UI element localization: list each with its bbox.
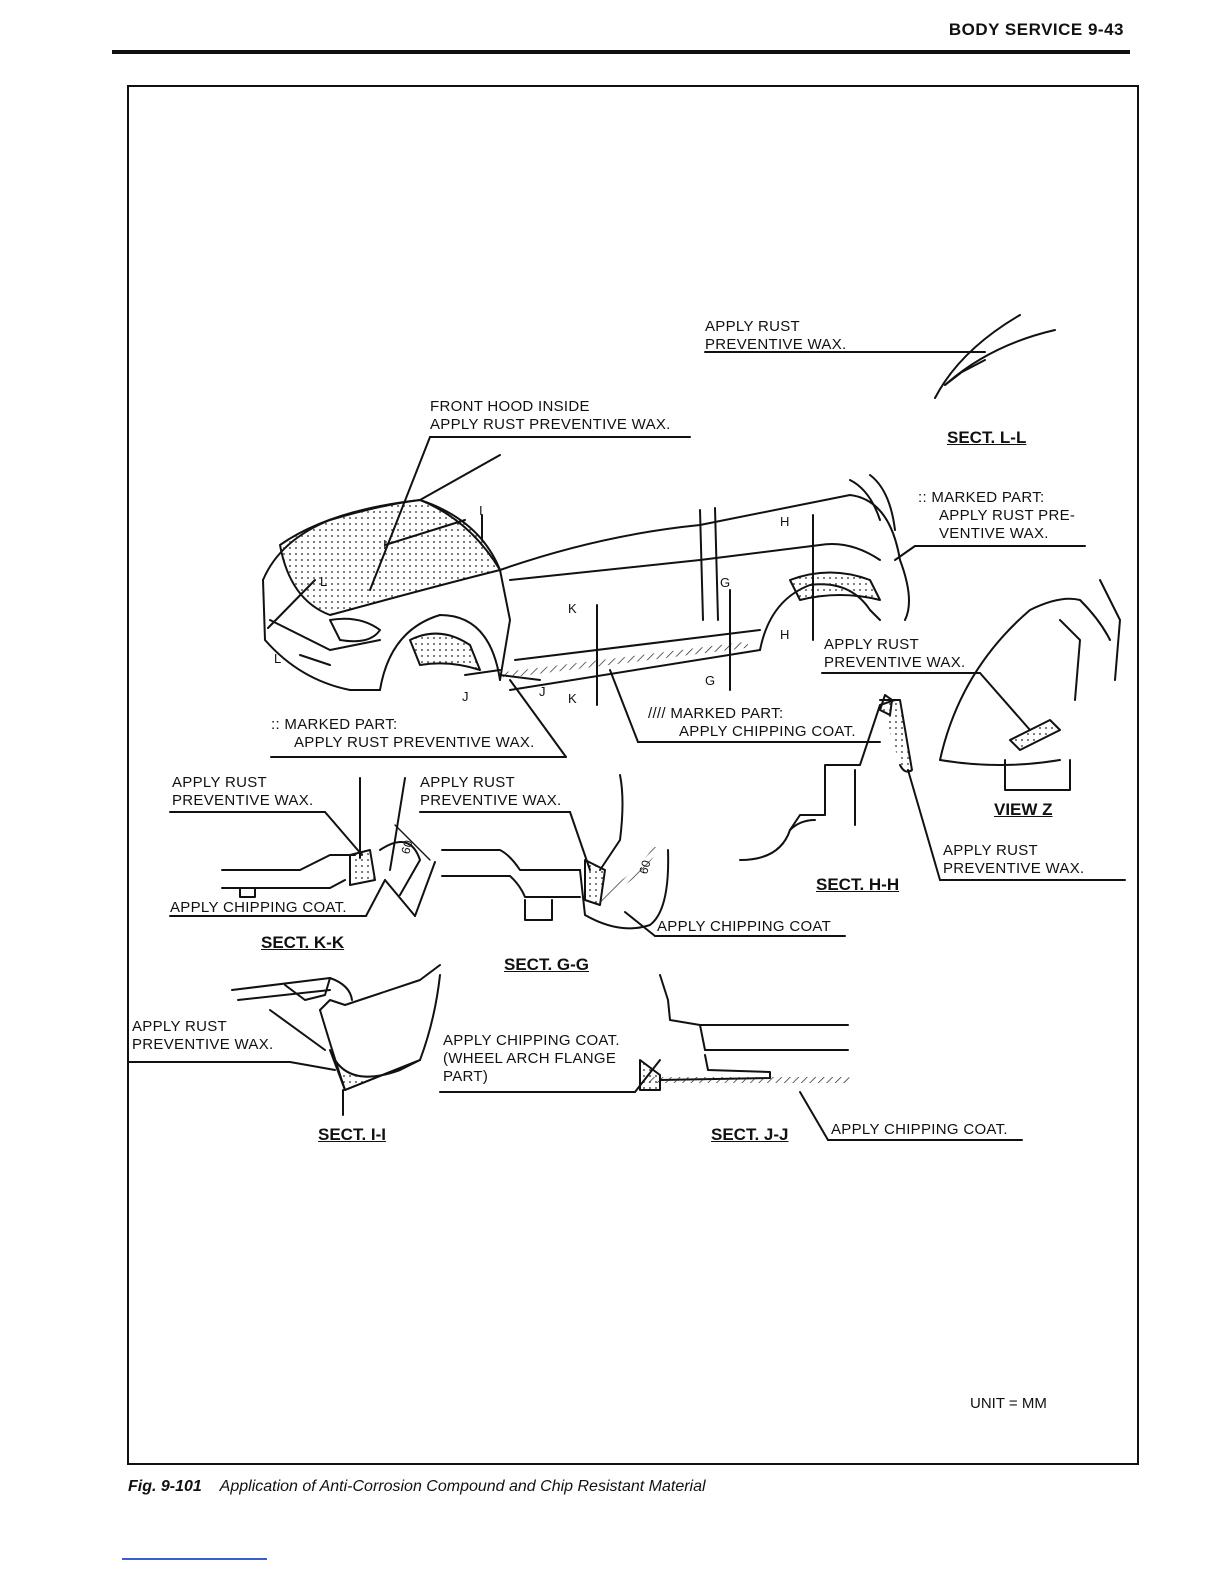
- figure-frame: [127, 85, 1139, 1465]
- kk-wax-note: APPLY RUST PREVENTIVE WAX.: [172, 774, 313, 810]
- marker-l-top: L: [320, 574, 328, 589]
- marker-k: K: [568, 691, 577, 706]
- note-line: APPLY RUST PREVENTIVE WAX.: [294, 734, 535, 751]
- note-line: PREVENTIVE WAX.: [420, 792, 562, 809]
- note-line: PREVENTIVE WAX.: [132, 1036, 274, 1053]
- note-line: APPLY RUST: [943, 842, 1038, 859]
- gg-chip-note: APPLY CHIPPING COAT: [657, 918, 832, 935]
- note-line: PREVENTIVE WAX.: [705, 336, 847, 353]
- note-line: PREVENTIVE WAX.: [943, 860, 1085, 877]
- note-line: APPLY RUST: [132, 1018, 227, 1035]
- unit-note: UNIT = MM: [970, 1395, 1047, 1412]
- gg-wax-note: APPLY RUST PREVENTIVE WAX.: [420, 774, 561, 810]
- note-line: APPLY RUST PRE-: [939, 507, 1076, 524]
- note-line: APPLY CHIPPING COAT.: [679, 723, 856, 740]
- marker-h-top: H: [780, 514, 790, 529]
- note-line: APPLY RUST: [705, 318, 800, 335]
- note-line: //// MARKED PART:: [648, 705, 784, 722]
- rear-marked-note: :: MARKED PART: APPLY RUST PRE- VENTIVE …: [918, 489, 1075, 543]
- sect-hh-drawing: [739, 694, 1126, 881]
- note-line: PREVENTIVE WAX.: [824, 654, 966, 671]
- note-line: FRONT HOOD INSIDE: [430, 398, 590, 415]
- note-line: APPLY RUST PREVENTIVE WAX.: [430, 416, 671, 433]
- sect-jj-drawing: [439, 974, 1023, 1141]
- sect-hh-title: SECT. H-H: [816, 875, 900, 894]
- sect-kk-drawing: [169, 777, 436, 917]
- jj-flange-note: APPLY CHIPPING COAT. (WHEEL ARCH FLANGE …: [443, 1032, 620, 1086]
- marker-k-top: K: [568, 601, 577, 616]
- marker-g-top: G: [720, 575, 731, 590]
- hh-wax-note: APPLY RUST PREVENTIVE WAX.: [943, 842, 1084, 878]
- view-z-title: VIEW Z: [994, 800, 1053, 819]
- note-line: APPLY RUST: [172, 774, 267, 791]
- marker-i: I: [383, 537, 387, 552]
- sect-ll-drawing: [704, 314, 1056, 399]
- header-rule: [112, 50, 1130, 54]
- marker-j-left: J: [462, 689, 469, 704]
- sect-jj-title: SECT. J-J: [711, 1125, 789, 1144]
- note-line: APPLY RUST: [420, 774, 515, 791]
- marker-i-top: I: [479, 503, 483, 518]
- sect-ll-note: APPLY RUST PREVENTIVE WAX.: [705, 318, 846, 354]
- kk-chip-note: APPLY CHIPPING COAT.: [170, 899, 347, 916]
- view-z-drawing: [939, 579, 1121, 791]
- car-body-drawing: [262, 454, 910, 706]
- note-line: PART): [443, 1068, 489, 1085]
- note-line: :: MARKED PART:: [271, 716, 398, 733]
- note-line: :: MARKED PART:: [918, 489, 1045, 506]
- chipping-marked-note: //// MARKED PART: APPLY CHIPPING COAT.: [648, 705, 856, 741]
- marker-l: L: [274, 651, 282, 666]
- note-line: APPLY RUST: [824, 636, 919, 653]
- sect-gg-drawing: [419, 774, 846, 937]
- note-line: VENTIVE WAX.: [939, 525, 1049, 542]
- sect-ii-title: SECT. I-I: [318, 1125, 387, 1144]
- sect-ii-drawing: [127, 964, 441, 1116]
- marker-j-right: J: [539, 684, 546, 699]
- hood-note: FRONT HOOD INSIDE APPLY RUST PREVENTIVE …: [430, 398, 671, 434]
- page-header: BODY SERVICE 9-43: [948, 20, 1124, 39]
- jj-chip-note: APPLY CHIPPING COAT.: [831, 1121, 1008, 1138]
- figure-title: Application of Anti-Corrosion Compound a…: [219, 1478, 706, 1495]
- front-marked-note: :: MARKED PART: APPLY RUST PREVENTIVE WA…: [271, 716, 535, 752]
- note-line: (WHEEL ARCH FLANGE: [443, 1050, 617, 1067]
- figure-caption: Fig. 9-101 Application of Anti-Corrosion…: [128, 1478, 706, 1496]
- note-line: PREVENTIVE WAX.: [172, 792, 314, 809]
- ii-wax-note: APPLY RUST PREVENTIVE WAX.: [132, 1018, 273, 1054]
- marker-h: H: [780, 627, 790, 642]
- figure-number: Fig. 9-101: [128, 1478, 202, 1495]
- sect-gg-title: SECT. G-G: [504, 955, 590, 974]
- marker-g: G: [705, 673, 716, 688]
- rear-arch-note: APPLY RUST PREVENTIVE WAX.: [824, 636, 965, 672]
- sect-kk-title: SECT. K-K: [261, 933, 345, 952]
- note-line: APPLY CHIPPING COAT.: [443, 1032, 620, 1049]
- blue-rule: [122, 1558, 267, 1560]
- sect-ll-title: SECT. L-L: [947, 428, 1027, 447]
